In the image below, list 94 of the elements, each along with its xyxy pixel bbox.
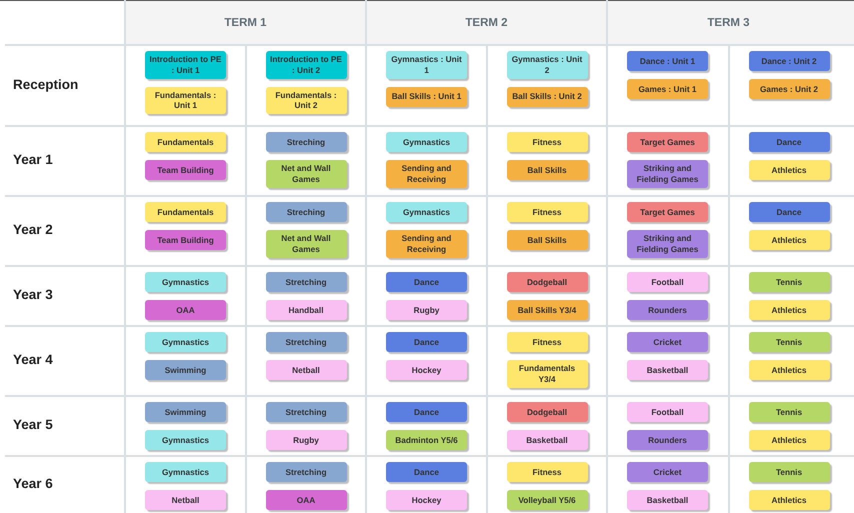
activity-tag: Rugby	[386, 300, 467, 320]
activity-tag: Fitness	[506, 202, 588, 222]
activity-tag: Swimming	[145, 360, 226, 380]
activity-tag: Basketball	[627, 490, 708, 510]
activity-tag: Netball	[145, 490, 226, 510]
activity-tag: Dodgeball	[506, 272, 588, 292]
column-header: TERM 3	[707, 16, 750, 28]
activity-tag: Tennis	[748, 272, 830, 292]
activity-tag: Athletics	[748, 300, 830, 320]
activity-tag: Gymnastics	[386, 132, 467, 152]
activity-tag: Dodgeball	[506, 402, 588, 422]
activity-tag: Stretching	[266, 332, 346, 352]
activity-tag: Gymnastics : Unit 2	[506, 51, 588, 79]
column-header: TERM 1	[224, 16, 267, 28]
row-header: Year 4	[13, 352, 53, 367]
activity-tag: Dance : Unit 2	[748, 51, 830, 71]
activity-tag: Stretching	[266, 462, 346, 482]
activity-tag: Stretching	[266, 402, 346, 422]
activity-tag: Basketball	[627, 360, 708, 380]
activity-tag: Introduction to PE : Unit 2	[266, 51, 346, 79]
activity-tag: Rounders	[627, 430, 708, 450]
activity-tag: Dance	[386, 462, 467, 482]
activity-tag: Hockey	[386, 360, 467, 380]
row-header: Year 2	[13, 222, 53, 237]
activity-tag: OAA	[145, 300, 226, 320]
activity-tag: Badminton Y5/6	[386, 430, 467, 450]
activity-tag: Gymnastics	[145, 332, 226, 352]
activity-tag: Fitness	[506, 132, 588, 152]
activity-tag: Athletics	[748, 430, 830, 450]
activity-tag: Streching	[266, 132, 346, 152]
activity-tag: Rounders	[627, 300, 708, 320]
activity-tag: Sending and Receiving	[386, 230, 467, 258]
activity-tag: Rugby	[266, 430, 346, 450]
activity-tag: Sending and Receiving	[386, 160, 467, 188]
activity-tag: Fitness	[506, 332, 588, 352]
activity-tag: Basketball	[506, 430, 588, 450]
activity-tag: Team Building	[145, 160, 226, 180]
activity-tag: Tennis	[748, 462, 830, 482]
activity-tag: Swimming	[145, 402, 226, 422]
activity-tag: Athletics	[748, 160, 830, 180]
row-header: Reception	[13, 76, 78, 92]
activity-tag: Athletics	[748, 360, 830, 380]
activity-tag: Athletics	[748, 230, 830, 250]
activity-tag: Gymnastics	[145, 272, 226, 292]
activity-tag: Ball Skills Y3/4	[506, 300, 588, 320]
column-header: TERM 2	[465, 16, 508, 28]
activity-tag: Streching	[266, 202, 346, 222]
row-header: Year 6	[13, 476, 53, 490]
activity-tag: Fundamentals	[145, 202, 226, 222]
activity-tag: Dance : Unit 1	[627, 51, 708, 71]
activity-tag: Athletics	[748, 490, 830, 510]
row-header: Year 5	[13, 417, 53, 432]
activity-tag: Gymnastics : Unit 1	[386, 51, 467, 79]
activity-tag: Ball Skills : Unit 1	[386, 86, 467, 107]
activity-tag: Games : Unit 2	[748, 79, 830, 99]
activity-tag: Fundamentals Y3/4	[506, 360, 588, 388]
row-header: Year 1	[13, 152, 53, 167]
activity-tag: Fundamentals : Unit 2	[266, 86, 346, 114]
activity-tag: Team Building	[145, 230, 226, 250]
activity-tag: OAA	[266, 490, 346, 510]
activity-tag: Tennis	[748, 332, 830, 352]
activity-tag: Fundamentals : Unit 1	[145, 86, 226, 114]
activity-tag: Handball	[266, 300, 346, 320]
activity-tag: Dance	[386, 272, 467, 292]
activity-tag: Ball Skills : Unit 2	[506, 86, 588, 107]
activity-tag: Fundamentals	[145, 132, 226, 152]
activity-tag: Stretching	[266, 272, 346, 292]
row-header: Year 3	[13, 287, 53, 302]
activity-tag: Gymnastics	[145, 430, 226, 450]
activity-tag: Dance	[386, 402, 467, 422]
activity-tag: Net and Wall Games	[266, 230, 346, 258]
activity-tag: Cricket	[627, 462, 708, 482]
activity-tag: Ball Skills	[506, 230, 588, 250]
activity-tag: Gymnastics	[386, 202, 467, 222]
activity-tag: Football	[627, 402, 708, 422]
activity-tag: Hockey	[386, 490, 467, 510]
activity-tag: Dance	[748, 132, 830, 152]
activity-tag: Football	[627, 272, 708, 292]
activity-tag: Games : Unit 1	[627, 79, 708, 99]
activity-tag: Dance	[748, 202, 830, 222]
activity-tag: Tennis	[748, 402, 830, 422]
activity-tag: Striking and Fielding Games	[627, 230, 708, 258]
activity-tag: Introduction to PE : Unit 1	[145, 51, 226, 79]
activity-tag: Net and Wall Games	[266, 160, 346, 188]
activity-tag: Cricket	[627, 332, 708, 352]
activity-tag: Netball	[266, 360, 346, 380]
activity-tag: Target Games	[627, 132, 708, 152]
activity-tag: Gymnastics	[145, 462, 226, 482]
activity-tag: Volleyball Y5/6	[506, 490, 588, 510]
activity-tag: Striking and Fielding Games	[627, 160, 708, 188]
activity-tag: Ball Skills	[506, 160, 588, 180]
activity-tag: Dance	[386, 332, 467, 352]
activity-tag: Fitness	[506, 462, 588, 482]
activity-tag: Target Games	[627, 202, 708, 222]
